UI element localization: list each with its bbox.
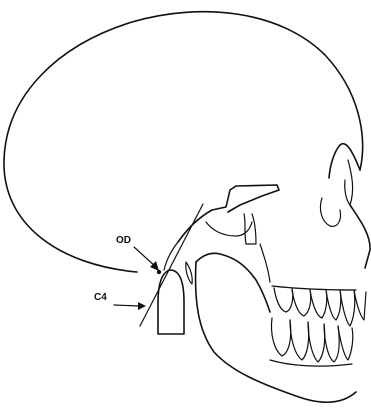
upper-gum-line: [272, 286, 356, 290]
cervical-vertebra: [158, 270, 184, 334]
orbit-outline: [329, 144, 360, 178]
c4-arrow-head: [138, 302, 146, 310]
pterygoid-plate: [244, 214, 256, 244]
lower-premolar-1: [308, 322, 325, 362]
od-arrow-line: [134, 247, 156, 267]
nasal-bone: [345, 160, 353, 205]
tangent-reference-line: [140, 204, 203, 326]
orbit-inner: [320, 198, 340, 226]
upper-molar-1: [274, 288, 293, 312]
lower-premolar-2: [324, 324, 339, 362]
styloid-process: [186, 262, 192, 284]
upper-canine: [340, 290, 355, 326]
mandible-ramus-body: [196, 262, 356, 402]
cranial-base-line: [178, 210, 212, 242]
lower-teeth: [270, 318, 353, 366]
maxilla-front: [350, 205, 370, 268]
upper-molar-2: [292, 290, 311, 316]
upper-premolar-1: [310, 290, 327, 318]
c4-label: C4: [94, 292, 107, 303]
cranial-vault-outline: [4, 12, 363, 272]
coronoid-notch: [260, 244, 270, 282]
c4-arrow-line: [114, 305, 140, 306]
upper-premolar-2: [326, 290, 341, 320]
upper-incisor: [354, 290, 366, 320]
zygomatic-arch: [212, 185, 279, 212]
lower-molar-2: [290, 320, 309, 360]
lower-gum-line: [270, 360, 352, 366]
od-point: [157, 270, 161, 274]
lower-incisor: [338, 326, 353, 360]
mandible-ramus-front: [196, 253, 270, 312]
lower-molar-1: [271, 318, 290, 356]
od-label: OD: [116, 235, 131, 246]
upper-teeth: [272, 286, 366, 326]
